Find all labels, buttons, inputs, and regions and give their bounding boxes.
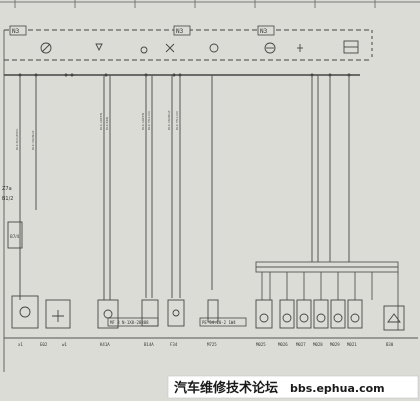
header-block-2: N3 [173,25,191,36]
bottom-label: M021 [347,342,357,347]
bottom-components [11,295,405,331]
bottom-label: K41A [100,342,110,347]
svg-text:BLK ORANGE: BLK ORANGE [31,130,35,150]
header-symbols [40,40,359,54]
bottom-label: M025 [256,342,266,347]
mid-label-2: PE 54.20-2 1W4 [202,320,236,325]
harness-block [255,261,399,330]
svg-text:BLK GREEN: BLK GREEN [141,113,145,130]
header-block-2-label: N3 [176,28,184,35]
bottom-label: M026 [278,342,288,347]
bottom-label: E02 [40,342,48,347]
svg-text:BLK BRN: BLK BRN [105,117,109,130]
bottom-label: w1 [62,342,67,347]
side-label-2: B1/2 [2,196,13,202]
watermark-url: bbs.ephua.com [290,382,385,395]
svg-text:BLK YELLOW: BLK YELLOW [175,111,179,130]
mid-label-1: MF 3 N-1X8-28888 [110,320,149,325]
header-block-1-label: N3 [12,28,20,35]
side-label-3: B7/4 [10,234,20,239]
wire-tags: BLK MAGENTA BLK ORANGE BLK GREEN BLK BRN… [15,110,179,150]
mid-annotation-1: MF 3 N-1X8-28888 [107,317,159,327]
bottom-label: M725 [207,342,217,347]
watermark-title: 汽车维修技术论坛 [174,380,278,396]
vertical-wires [19,75,350,300]
bottom-label: M029 [330,342,340,347]
bottom-label: M028 [313,342,323,347]
side-component: B7/4 [7,221,23,249]
side-label-1: Z7a [2,186,12,192]
header-block-1: N3 [9,25,27,36]
header-block-3: N3 [257,25,275,36]
svg-text:BLK YELLOW: BLK YELLOW [147,111,151,130]
bottom-label: B30 [386,342,394,347]
svg-text:BLK GREEN: BLK GREEN [99,113,103,130]
bottom-label: M027 [296,342,306,347]
top-ruler [0,0,420,8]
bottom-labels: x1 E02 w1 K41A B14A F34 M725 M025 M026 M… [18,342,394,347]
header-block-3-label: N3 [260,28,268,35]
svg-text:BLK ORANGE: BLK ORANGE [167,110,171,130]
watermark-banner: 汽车维修技术论坛 bbs.ephua.com [167,375,419,399]
svg-text:BLK MAGENTA: BLK MAGENTA [15,128,19,150]
bottom-label: F34 [170,342,178,347]
bottom-label: B14A [144,342,154,347]
bottom-label: x1 [18,342,23,347]
mid-annotation-2: PE 54.20-2 1W4 [199,317,247,327]
